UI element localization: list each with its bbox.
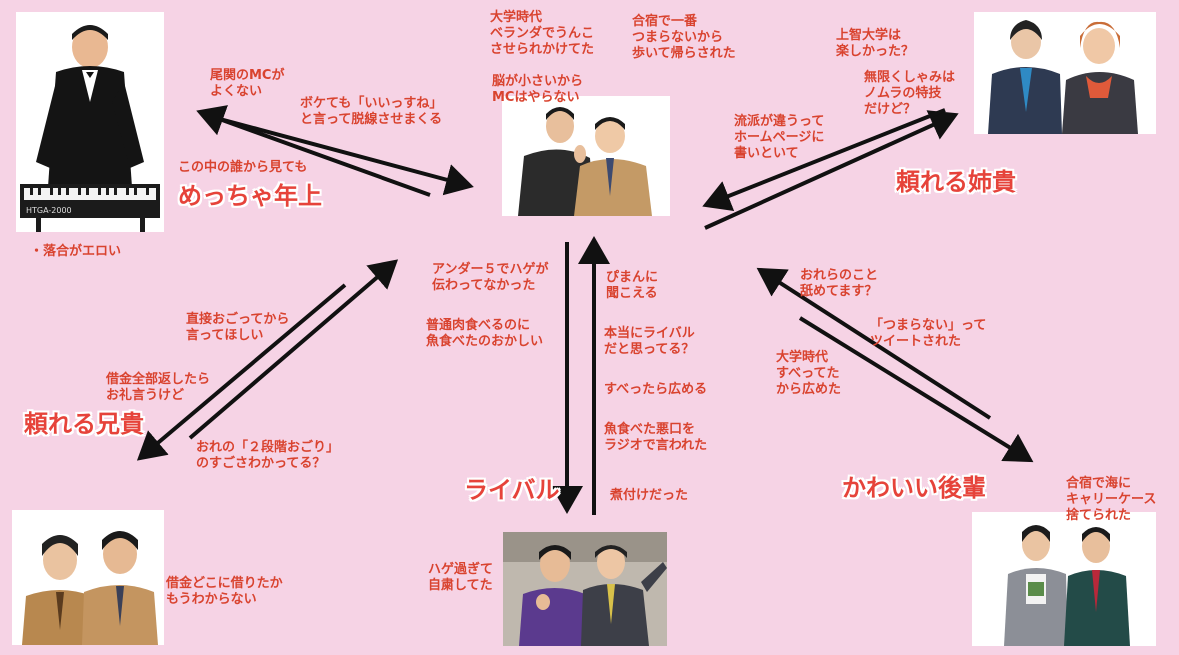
note-bottomright: 合宿で海に キャリーケース 捨てられた bbox=[1066, 476, 1157, 523]
photo-center-duo bbox=[502, 96, 670, 216]
photo-brother-duo bbox=[12, 510, 164, 645]
note-bottom-center: ハゲ過ぎて 自粛してた bbox=[428, 562, 494, 593]
arrow-center-to-junior bbox=[798, 316, 1034, 463]
role-label-brother: 頼れる兄貴 bbox=[24, 410, 144, 438]
arrow-center-to-brother bbox=[136, 283, 347, 461]
arrow-junior-to-center bbox=[756, 267, 992, 420]
note-mid-g: 煮付けだった bbox=[610, 488, 689, 503]
note-bottomleft: 借金どこに借りたか もうわからない bbox=[166, 576, 283, 607]
photo-junior-duo bbox=[972, 512, 1156, 646]
photo-older-member: HTGA-2000 bbox=[16, 12, 164, 232]
note-topright-b: 無限くしゃみは ノムラの特技 だけど？ bbox=[864, 70, 956, 117]
arrow-brother-to-center bbox=[188, 259, 399, 440]
note-right-a: おれらのこと 舐めてます？ bbox=[800, 268, 879, 299]
note-topleft-a: 尾関のMCが よくない bbox=[210, 68, 285, 99]
note-left-a: 直接おごってから 言ってほしい bbox=[186, 312, 290, 343]
note-left-b: 借金全部返したら お礼言うけど bbox=[106, 372, 211, 403]
role-label-rival: ライバル bbox=[464, 476, 560, 504]
arrow-older-to-center bbox=[204, 113, 474, 196]
note-center-top3: 脳が小さいから MCはやらない bbox=[492, 74, 584, 105]
note-mid-d: 本当にライバル だと思ってる？ bbox=[604, 326, 695, 357]
note-mid-c: ぴまんに 聞こえる bbox=[606, 270, 659, 301]
note-topleft-b: ボケても「いいっすね」 と言って脱線させまくる bbox=[300, 96, 443, 127]
arrow-center-to-older bbox=[196, 105, 431, 197]
note-topright-c: 流派が違うって ホームページに 書いといて bbox=[734, 114, 825, 161]
note-mid-b: 普通肉食べるのに 魚食べたのおかしい bbox=[426, 318, 544, 349]
note-right-c: 大学時代 すべってた から広めた bbox=[776, 350, 842, 397]
note-topleft-bullet: ・落合がエロい bbox=[30, 244, 122, 259]
note-topleft-c: この中の誰から見ても bbox=[178, 160, 308, 175]
arrow-sister-to-center bbox=[702, 108, 946, 212]
note-right-b: 「つまらない」って ツイートされた bbox=[870, 318, 987, 349]
note-left-c: おれの「２段階おごり」 のすごさわかってる？ bbox=[196, 440, 340, 471]
photo-sister-duo bbox=[974, 12, 1156, 134]
note-mid-e: すべったら広める bbox=[604, 382, 708, 397]
note-center-top1: 大学時代 ベランダでうんこ させられかけてた bbox=[490, 10, 595, 57]
arrow-center-to-sister bbox=[704, 110, 959, 230]
note-topright-a: 上智大学は 楽しかった？ bbox=[836, 28, 915, 59]
role-label-junior: かわいい後輩 bbox=[842, 474, 986, 502]
note-mid-f: 魚食べた悪口を ラジオで言われた bbox=[604, 422, 708, 453]
note-mid-a: アンダー５でハゲが 伝わってなかった bbox=[432, 262, 549, 293]
keyboard-label: HTGA-2000 bbox=[26, 206, 72, 215]
photo-rival-duo bbox=[503, 532, 667, 646]
role-label-older: めっちゃ年上 bbox=[178, 182, 322, 210]
role-label-sister: 頼れる姉貴 bbox=[896, 168, 1016, 196]
note-center-top2: 合宿で一番 つまらないから 歩いて帰らされた bbox=[632, 14, 736, 61]
